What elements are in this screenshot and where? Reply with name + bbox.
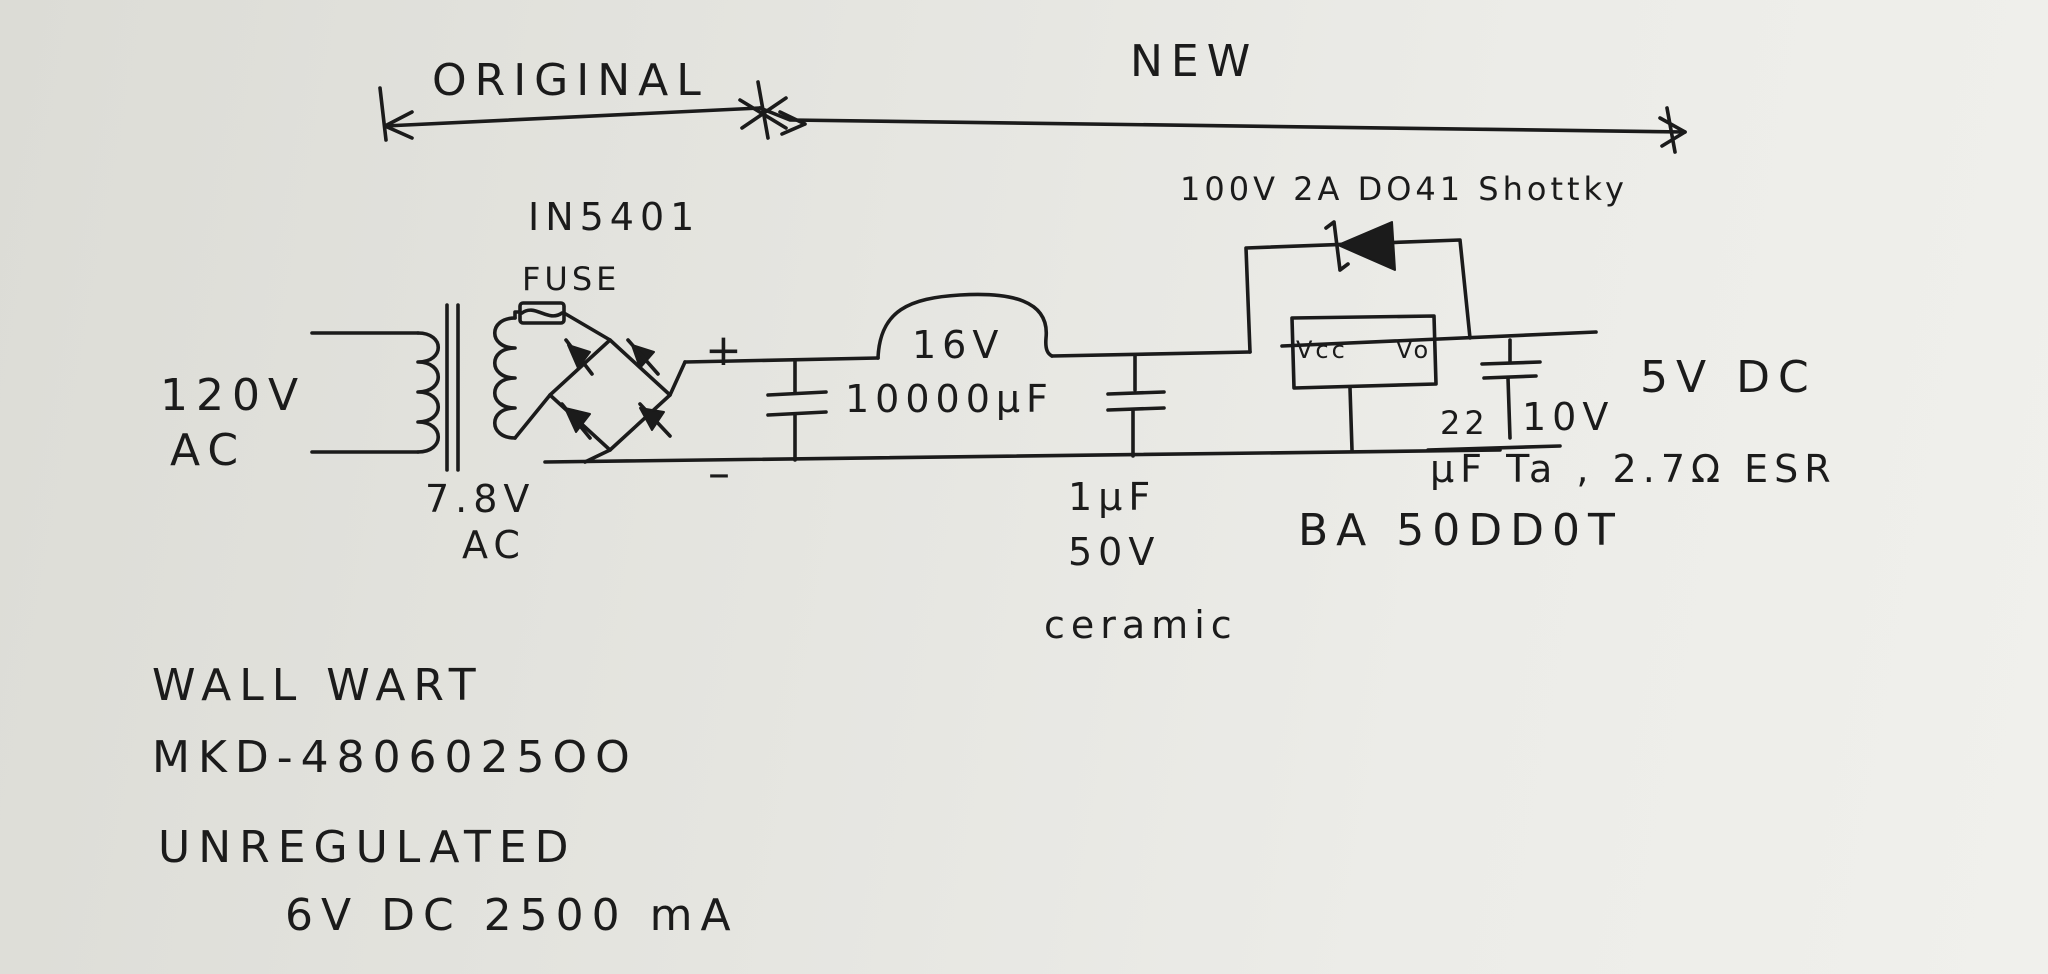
positive-rail — [683, 292, 1598, 364]
bulk-cap-value-label: 10000µF — [845, 377, 1054, 421]
ground-rail — [543, 444, 1562, 464]
minus-label: – — [708, 448, 738, 499]
output-cap-type-label: µF Ta , 2.7Ω ESR — [1430, 447, 1837, 491]
input-voltage-label: 120V — [160, 370, 306, 421]
new-label: NEW — [1130, 36, 1258, 87]
output-label: 5V DC — [1640, 352, 1817, 403]
note-line-4: 6V DC 2500 mA — [285, 890, 739, 941]
note-line-3: UNREGULATED — [158, 822, 577, 873]
regulator — [1290, 314, 1438, 452]
ceramic-type-label: ceramic — [1044, 603, 1238, 647]
fuse — [513, 301, 612, 342]
fuse-label: FUSE — [522, 260, 620, 298]
output-cap-voltage-label: 10V — [1522, 395, 1614, 439]
output-capacitor — [1480, 338, 1542, 440]
transformer-type-label: AC — [462, 523, 526, 567]
regulator-part-label: BA 50DD0T — [1298, 505, 1623, 556]
original-label: ORIGINAL — [432, 55, 709, 106]
rectifier-label: IN5401 — [528, 195, 700, 239]
transformer — [310, 303, 517, 472]
schottky-diode — [1244, 220, 1472, 354]
regulator-pin-out-label: Vo — [1396, 336, 1431, 364]
ceramic-value-label: 1µF — [1068, 475, 1156, 519]
transformer-voltage-label: 7.8V — [425, 477, 535, 521]
bulk-capacitor — [766, 358, 828, 462]
bulk-cap-voltage-label: 16V — [912, 323, 1004, 367]
input-type-label: AC — [170, 425, 246, 476]
output-cap-value-label: 22 — [1440, 404, 1489, 442]
regulator-pin-in-label: Vcc — [1296, 336, 1348, 364]
span-arrow — [378, 80, 1687, 154]
note-line-2: MKD-4806025OO — [152, 732, 638, 783]
schottky-label: 100V 2A DO41 Shottky — [1180, 170, 1628, 208]
ceramic-capacitor — [1106, 354, 1166, 458]
ceramic-voltage-label: 50V — [1068, 530, 1160, 574]
note-line-1: WALL WART — [152, 660, 484, 711]
plus-label: + — [705, 325, 750, 376]
bridge-rectifier — [513, 338, 687, 464]
